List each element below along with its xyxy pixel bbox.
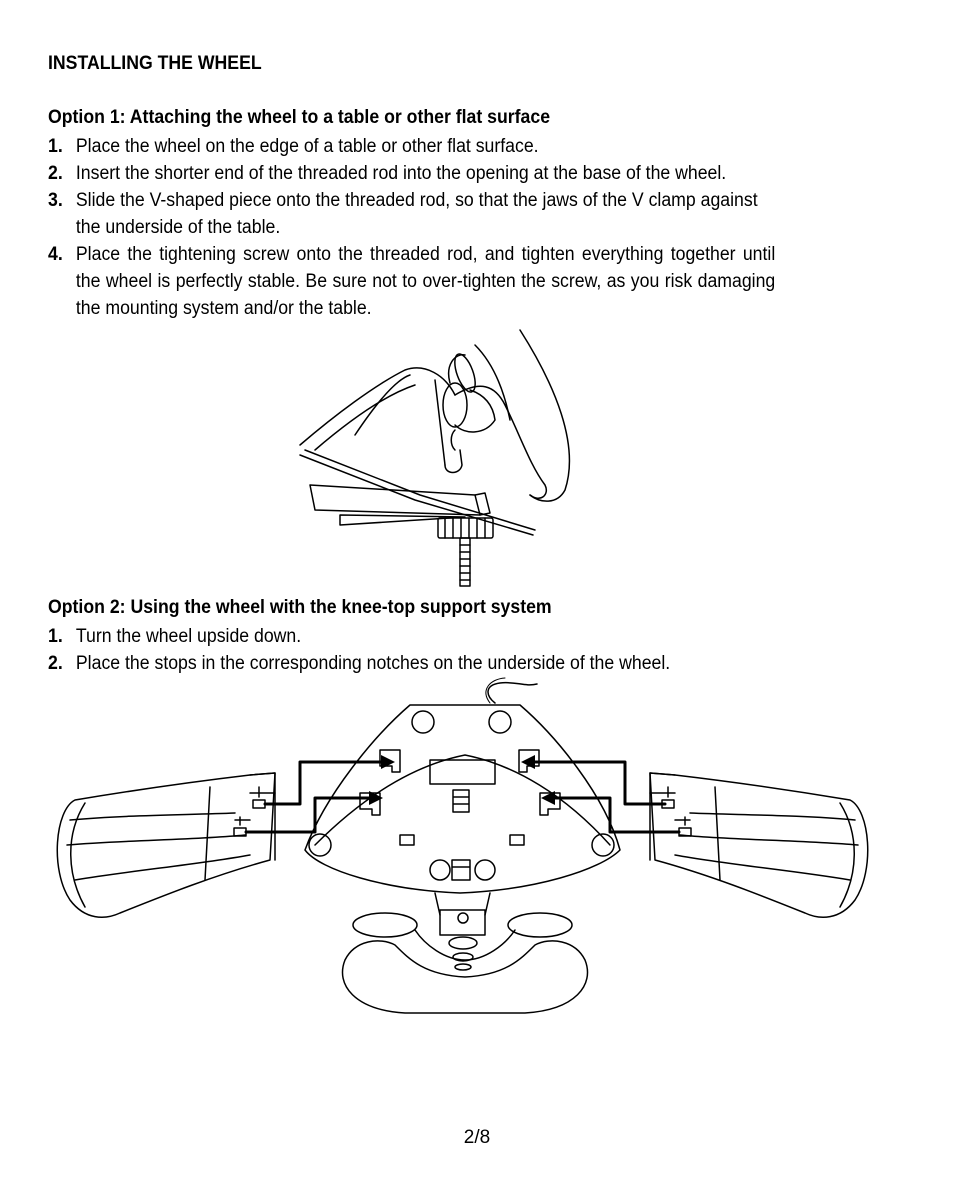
option1-steps: 1. Place the wheel on the edge of a tabl… (48, 133, 775, 322)
list-item: 1. Turn the wheel upside down. (48, 623, 775, 650)
step-number: 4. (48, 244, 63, 265)
option1-heading: Option 1: Attaching the wheel to a table… (48, 107, 551, 128)
option2-steps: 1. Turn the wheel upside down. 2. Place … (48, 623, 775, 677)
knee-support-illustration (56, 677, 869, 1014)
list-item: 2. Place the stops in the corresponding … (48, 650, 775, 677)
table-clamp-illustration (299, 329, 571, 587)
option2-heading: Option 2: Using the wheel with the knee-… (48, 597, 552, 618)
step-text: Place the tightening screw onto the thre… (75, 244, 776, 319)
step-text: Place the stops in the corresponding not… (75, 653, 671, 674)
page-number: 2/8 (463, 1127, 491, 1148)
step-number: 2. (48, 653, 63, 674)
section-title: INSTALLING THE WHEEL (48, 53, 262, 74)
step-number: 3. (48, 190, 63, 211)
list-item: 2. Insert the shorter end of the threade… (48, 160, 775, 187)
step-number: 2. (48, 163, 63, 184)
step-number: 1. (48, 136, 63, 157)
step-text: Turn the wheel upside down. (75, 626, 302, 647)
list-item: 1. Place the wheel on the edge of a tabl… (48, 133, 775, 160)
step-number: 1. (48, 626, 63, 647)
step-text: Insert the shorter end of the threaded r… (75, 163, 727, 184)
list-item: 4. Place the tightening screw onto the t… (48, 241, 775, 322)
list-item: 3. Slide the V-shaped piece onto the thr… (48, 187, 775, 241)
step-text: Slide the V-shaped piece onto the thread… (75, 190, 758, 238)
step-text: Place the wheel on the edge of a table o… (75, 136, 539, 157)
